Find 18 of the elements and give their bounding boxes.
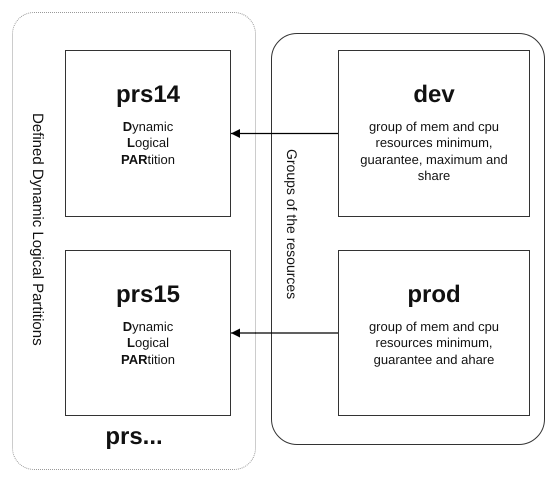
box-description: group of mem and cpu resources minimum, guarantee, maximum and share (359, 119, 509, 184)
group-title: Groups of the resources (284, 149, 300, 300)
partition-box (65, 250, 231, 416)
resource-box (338, 250, 530, 416)
box-description: Dynamic Logical PARtition (120, 119, 176, 168)
box-title: prod (406, 281, 462, 309)
arrow (231, 129, 338, 138)
box-description: group of mem and cpu resources minimum, guarantee and ahare (368, 319, 500, 368)
box-title: dev (412, 81, 456, 109)
box-title: prs14 (114, 81, 182, 109)
resource-group (271, 33, 545, 445)
group-footer: prs... (13, 423, 255, 451)
group-title: Defined Dynamic Logical Partitions (29, 113, 46, 346)
partition-box (65, 50, 231, 217)
box-description: Dynamic Logical PARtition (120, 319, 176, 368)
arrow (231, 328, 338, 338)
resource-box (338, 50, 530, 217)
box-title: prs15 (114, 281, 182, 309)
